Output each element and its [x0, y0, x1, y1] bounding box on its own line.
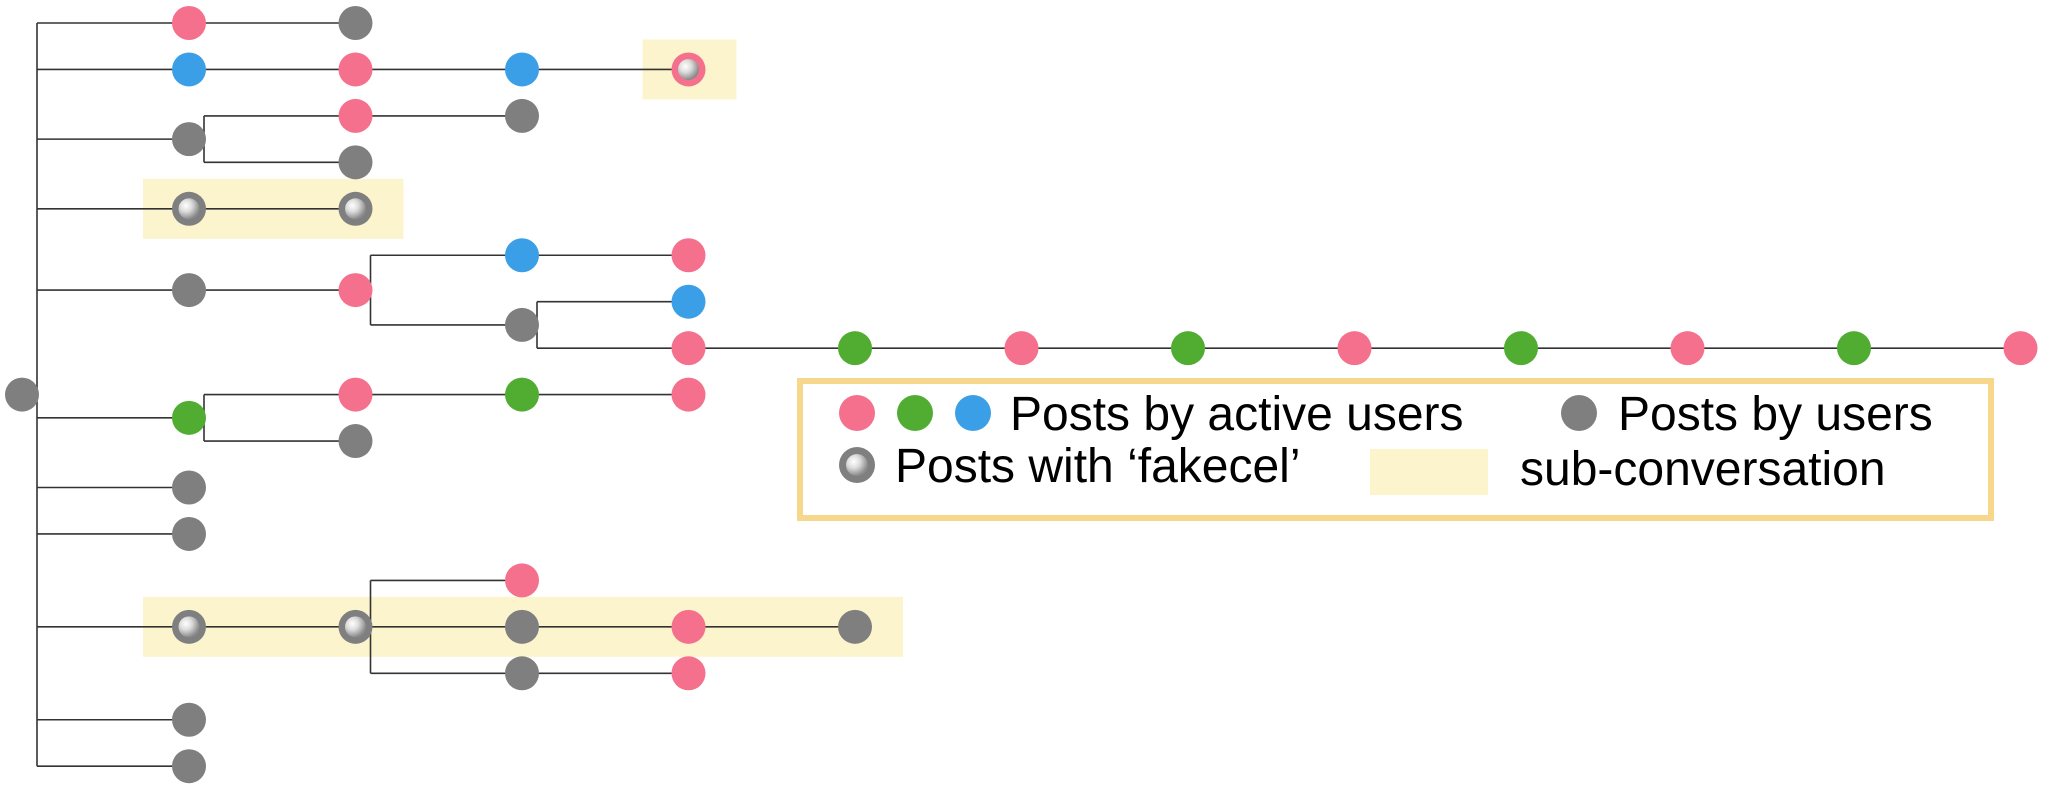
post-fakecel-marker [345, 616, 366, 638]
post-node [1837, 331, 1871, 366]
post-node [505, 377, 539, 412]
post-fakecel-marker [178, 616, 200, 638]
post-node [338, 377, 373, 412]
post-node [172, 52, 206, 87]
post-node [671, 238, 706, 273]
legend: Posts by active users Posts by users Pos… [797, 378, 1994, 521]
post-node [172, 470, 206, 505]
post-node [338, 145, 373, 180]
legend-pink-dot [839, 395, 875, 431]
post-node [172, 122, 206, 157]
reply-edges [22, 22, 2021, 768]
post-node [671, 609, 706, 644]
post-fakecel-marker [345, 198, 366, 220]
post-node [838, 609, 872, 644]
legend-fakecel-shine [846, 454, 868, 476]
post-node [5, 377, 39, 412]
legend-subconv-label: sub-conversation [1520, 443, 1886, 496]
post-node [172, 6, 206, 40]
post-node [505, 609, 539, 644]
post-node [338, 6, 373, 40]
legend-users-label: Posts by users [1618, 388, 1933, 441]
post-node [505, 656, 539, 691]
post-node [338, 98, 373, 133]
post-node [2003, 331, 2038, 366]
legend-gray-dot [1561, 395, 1597, 431]
post-node [172, 702, 206, 737]
post-node [172, 400, 206, 435]
legend-green-dot [897, 395, 933, 431]
legend-subconv-swatch [1370, 449, 1488, 495]
post-node [505, 238, 539, 273]
post-node [671, 377, 706, 412]
post-node [505, 563, 539, 598]
post-fakecel-marker [178, 198, 200, 220]
post-node [338, 424, 373, 459]
post-node [671, 656, 706, 691]
legend-active-users-label: Posts by active users [1010, 388, 1464, 441]
post-node [505, 52, 539, 87]
legend-blue-dot [955, 395, 991, 431]
post-nodes [5, 6, 2038, 784]
post-node [1171, 331, 1205, 366]
post-node [1504, 331, 1538, 366]
post-node [671, 331, 706, 366]
post-node [505, 307, 539, 342]
post-node [172, 749, 206, 784]
post-node [172, 273, 206, 308]
legend-fakecel-label: Posts with ‘fakecel’ [895, 440, 1301, 493]
post-fakecel-marker [678, 58, 699, 80]
post-node [838, 331, 872, 366]
post-node [1337, 331, 1372, 366]
post-node [338, 52, 373, 87]
post-node [505, 98, 539, 133]
post-node [172, 516, 206, 551]
post-node [1004, 331, 1039, 366]
post-node [338, 273, 373, 308]
post-node [1670, 331, 1705, 366]
post-node [671, 284, 706, 319]
